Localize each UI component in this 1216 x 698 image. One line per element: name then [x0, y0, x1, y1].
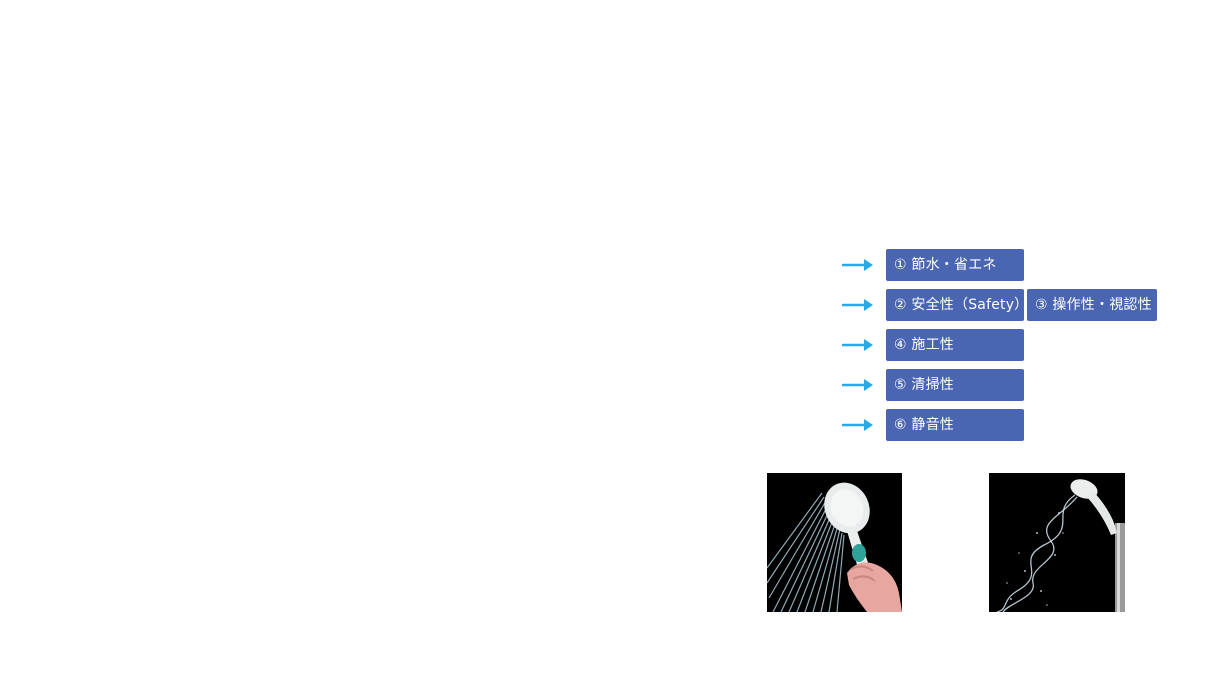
arrow-right-icon: [842, 378, 874, 392]
arrow-right-icon: [842, 298, 874, 312]
arrow-right-icon: [842, 338, 874, 352]
feature-tag-safety: ② 安全性（Safety）: [886, 289, 1028, 321]
arrow-right-icon: [842, 418, 874, 432]
spiral-spray-shower-photo: [989, 473, 1125, 612]
shower-head-spray-photo: [767, 473, 902, 612]
feature-tag-installation: ④ 施工性: [886, 329, 1024, 361]
feature-tag-operability: ③ 操作性・視認性: [1027, 289, 1157, 321]
arrow-right-icon: [842, 258, 874, 272]
feature-tag-cleaning: ⑤ 清掃性: [886, 369, 1024, 401]
feature-tag-water-saving: ① 節水・省エネ: [886, 249, 1024, 281]
feature-tag-quiet: ⑥ 静音性: [886, 409, 1024, 441]
